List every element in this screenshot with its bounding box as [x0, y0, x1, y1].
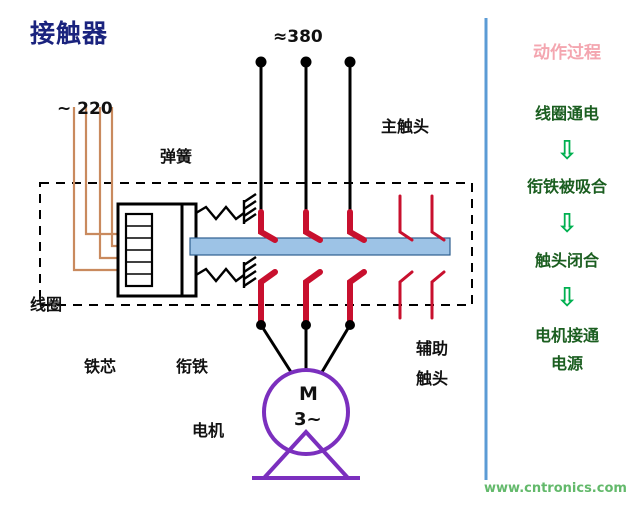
aux-contact-pole-2: [430, 194, 446, 320]
flow-arrow-2-icon: ⇩: [556, 209, 578, 239]
three-phase-supply-wires: [259, 62, 352, 212]
label-aux-contacts-line2: 触头: [416, 369, 449, 388]
contactor-body-dashed-box: [39, 182, 473, 306]
flow-step-4-line1: 电机接通: [534, 326, 599, 345]
label-armature: 衔铁: [176, 357, 209, 376]
motor-connection-wires: [259, 324, 352, 373]
spring-upper: [195, 193, 257, 224]
watermark: www.cntronics.com: [484, 481, 627, 496]
flow-step-4-line2: 电源: [550, 354, 583, 373]
flow-arrow-1-icon: ⇩: [556, 136, 578, 166]
coil-winding-turns: [126, 225, 152, 275]
flow-step-1: 线圈通电: [534, 104, 599, 123]
aux-contact-pole-1: [398, 194, 414, 320]
main-contact-pole-2: [303, 209, 323, 328]
page-title: 接触器: [30, 19, 109, 48]
flow-step-3: 触头闭合: [534, 251, 599, 270]
flow-arrow-3-icon: ⇩: [556, 283, 578, 313]
label-iron-core: 铁芯: [84, 357, 117, 376]
three-phase-supply-terminals: [255, 56, 356, 68]
spring-lower: [195, 256, 257, 288]
label-three-phase-supply: ≈380: [273, 27, 323, 47]
label-single-phase-supply: ~ 220: [57, 99, 113, 119]
main-contact-pole-1: [258, 209, 278, 328]
label-motor: 电机: [192, 421, 225, 440]
motor-connection-terminals: [256, 320, 355, 330]
label-main-contacts: 主触头: [381, 117, 430, 136]
label-coil: 线圈: [30, 295, 63, 314]
label-spring: 弹簧: [160, 147, 193, 166]
main-contact-pole-3: [347, 209, 367, 328]
motor-symbol-line2: 3~: [294, 409, 322, 430]
flow-step-2: 衔铁被吸合: [526, 177, 607, 196]
flow-title: 动作过程: [533, 43, 601, 63]
motor-symbol-line1: M: [299, 383, 318, 405]
label-aux-contacts-line1: 辅助: [416, 339, 449, 358]
motor-circle: [262, 368, 350, 456]
